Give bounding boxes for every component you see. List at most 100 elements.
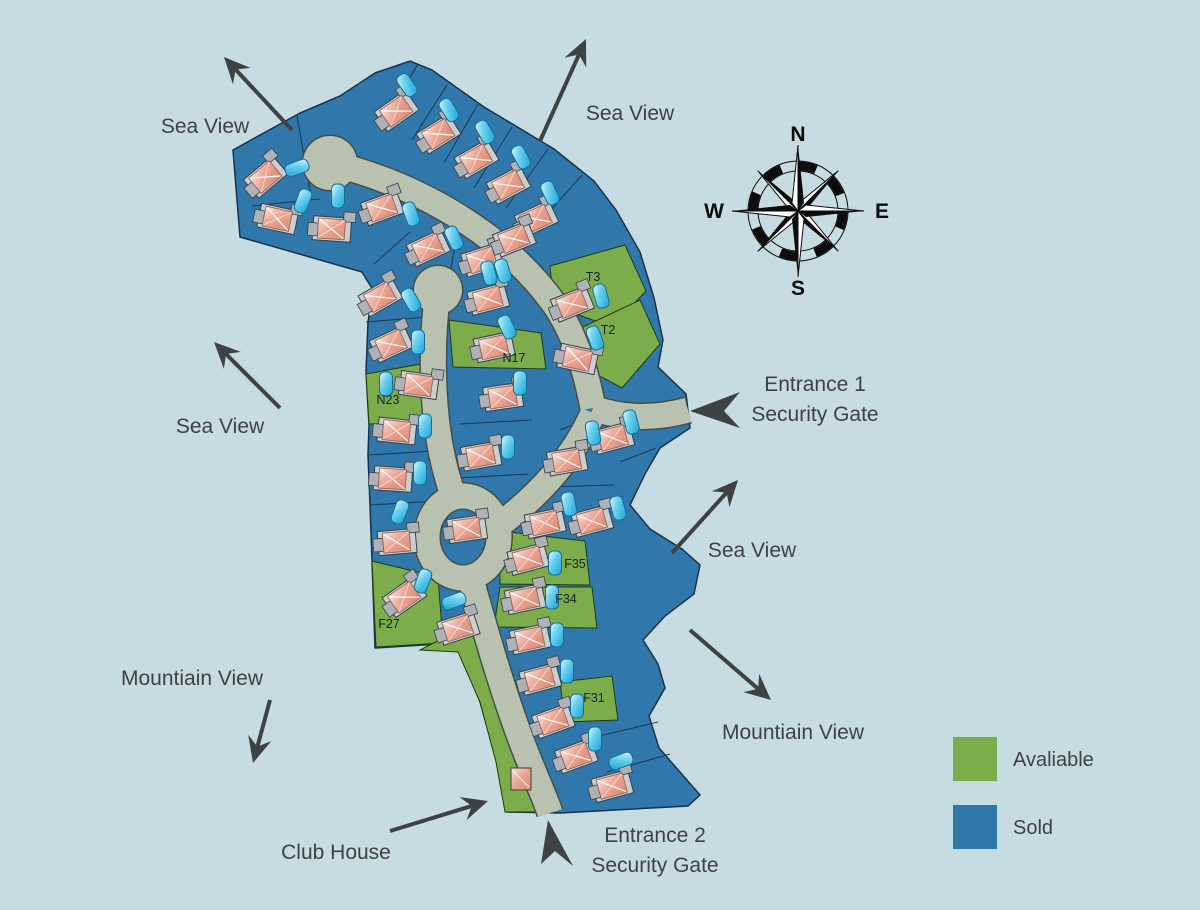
pool: [584, 420, 602, 446]
plot-label-N23: N23: [377, 393, 400, 407]
annotation-sea-view-right: Sea View: [708, 539, 797, 562]
house: [515, 655, 563, 697]
pool: [411, 329, 425, 355]
arrow-sea-view-mid-left: [214, 342, 282, 410]
plot-label-N17: N17: [503, 351, 526, 365]
pool: [550, 622, 564, 648]
pool: [609, 495, 627, 521]
legend: Avaliable Sold: [953, 737, 1094, 849]
pool: [293, 188, 313, 214]
pool: [545, 584, 559, 610]
entrance-2-gate-icon: [541, 820, 573, 866]
pool: [493, 258, 513, 284]
pool: [622, 409, 640, 435]
annotation-text: Sea View: [176, 415, 265, 438]
legend-label-sold: Sold: [1013, 817, 1053, 839]
house: [452, 131, 500, 180]
house: [357, 182, 405, 227]
arrow-club-house: [389, 797, 488, 833]
pool: [570, 693, 584, 719]
pool: [331, 183, 345, 209]
plot-label-T3: T3: [586, 270, 601, 284]
plot-label-F31: F31: [583, 691, 605, 705]
annotation-text: Sea View: [161, 115, 250, 138]
plot-label-T2: T2: [601, 323, 616, 337]
house: [393, 368, 445, 401]
arrow-sea-view-right: [670, 480, 738, 555]
annotation-mountain-view-right: Mountiain View: [722, 721, 865, 744]
compass-s: S: [791, 277, 805, 300]
compass-n: N: [790, 123, 805, 146]
pool: [540, 180, 560, 206]
house: [442, 507, 490, 545]
pool: [513, 370, 527, 396]
legend-swatch-available: [953, 737, 997, 781]
compass-w: W: [704, 200, 724, 223]
pool: [510, 144, 532, 170]
annotation-text: Sea View: [708, 539, 797, 562]
house: [252, 202, 305, 236]
house: [404, 221, 452, 268]
pool: [400, 287, 422, 313]
annotation-sea-view-top-left: Sea View: [161, 115, 250, 138]
house: [528, 695, 576, 740]
pool: [608, 751, 634, 771]
house: [505, 616, 552, 656]
club-house-building: [510, 767, 532, 791]
house: [356, 269, 404, 318]
entrance-1-gate-icon: [690, 392, 740, 428]
arrow-sea-view-top-right: [538, 39, 587, 142]
house: [587, 762, 635, 804]
plot-label-F27: F27: [378, 617, 400, 631]
pool: [474, 119, 496, 145]
house: [463, 275, 511, 317]
pool: [592, 283, 610, 309]
annotation-sea-view-mid-left: Sea View: [176, 415, 265, 438]
pool: [418, 413, 432, 439]
pool: [480, 260, 498, 286]
annotation-text: Mountiain View: [722, 721, 865, 744]
house: [503, 535, 551, 577]
annotation-club-house: Club House: [281, 841, 391, 864]
compass-rose-icon: N E S W: [704, 123, 889, 300]
house: [414, 105, 462, 155]
house: [547, 278, 596, 323]
pool: [390, 499, 410, 525]
pool: [560, 658, 574, 684]
pool: [401, 201, 421, 227]
annotation-sea-view-top-right: Sea View: [586, 102, 675, 125]
annotation-text: Mountiain View: [121, 667, 264, 690]
arrow-mountain-view-right: [688, 628, 771, 700]
annotation-text: Security Gate: [751, 403, 878, 426]
pool: [497, 314, 517, 340]
pool: [548, 550, 562, 576]
pool: [588, 726, 602, 752]
pool: [396, 72, 418, 98]
pool: [560, 491, 578, 517]
pool: [585, 325, 605, 351]
house: [373, 82, 420, 133]
pool: [438, 97, 460, 123]
pool: [413, 460, 427, 486]
annotation-text: Club House: [281, 841, 391, 864]
plot-label-F35: F35: [564, 557, 586, 571]
house: [456, 433, 503, 472]
house: [372, 521, 420, 557]
annotation-mountain-view-left: Mountiain View: [121, 667, 264, 690]
annotation-text: Security Gate: [591, 854, 718, 877]
house: [307, 211, 357, 243]
arrow-mountain-view-left: [248, 699, 272, 763]
house: [371, 413, 423, 446]
house: [433, 603, 481, 646]
compass-e: E: [875, 200, 889, 223]
pool: [379, 371, 393, 397]
pool: [284, 158, 310, 178]
pool: [413, 568, 433, 594]
pool: [441, 591, 467, 611]
house: [489, 213, 538, 258]
house: [367, 317, 415, 364]
house: [542, 438, 589, 477]
